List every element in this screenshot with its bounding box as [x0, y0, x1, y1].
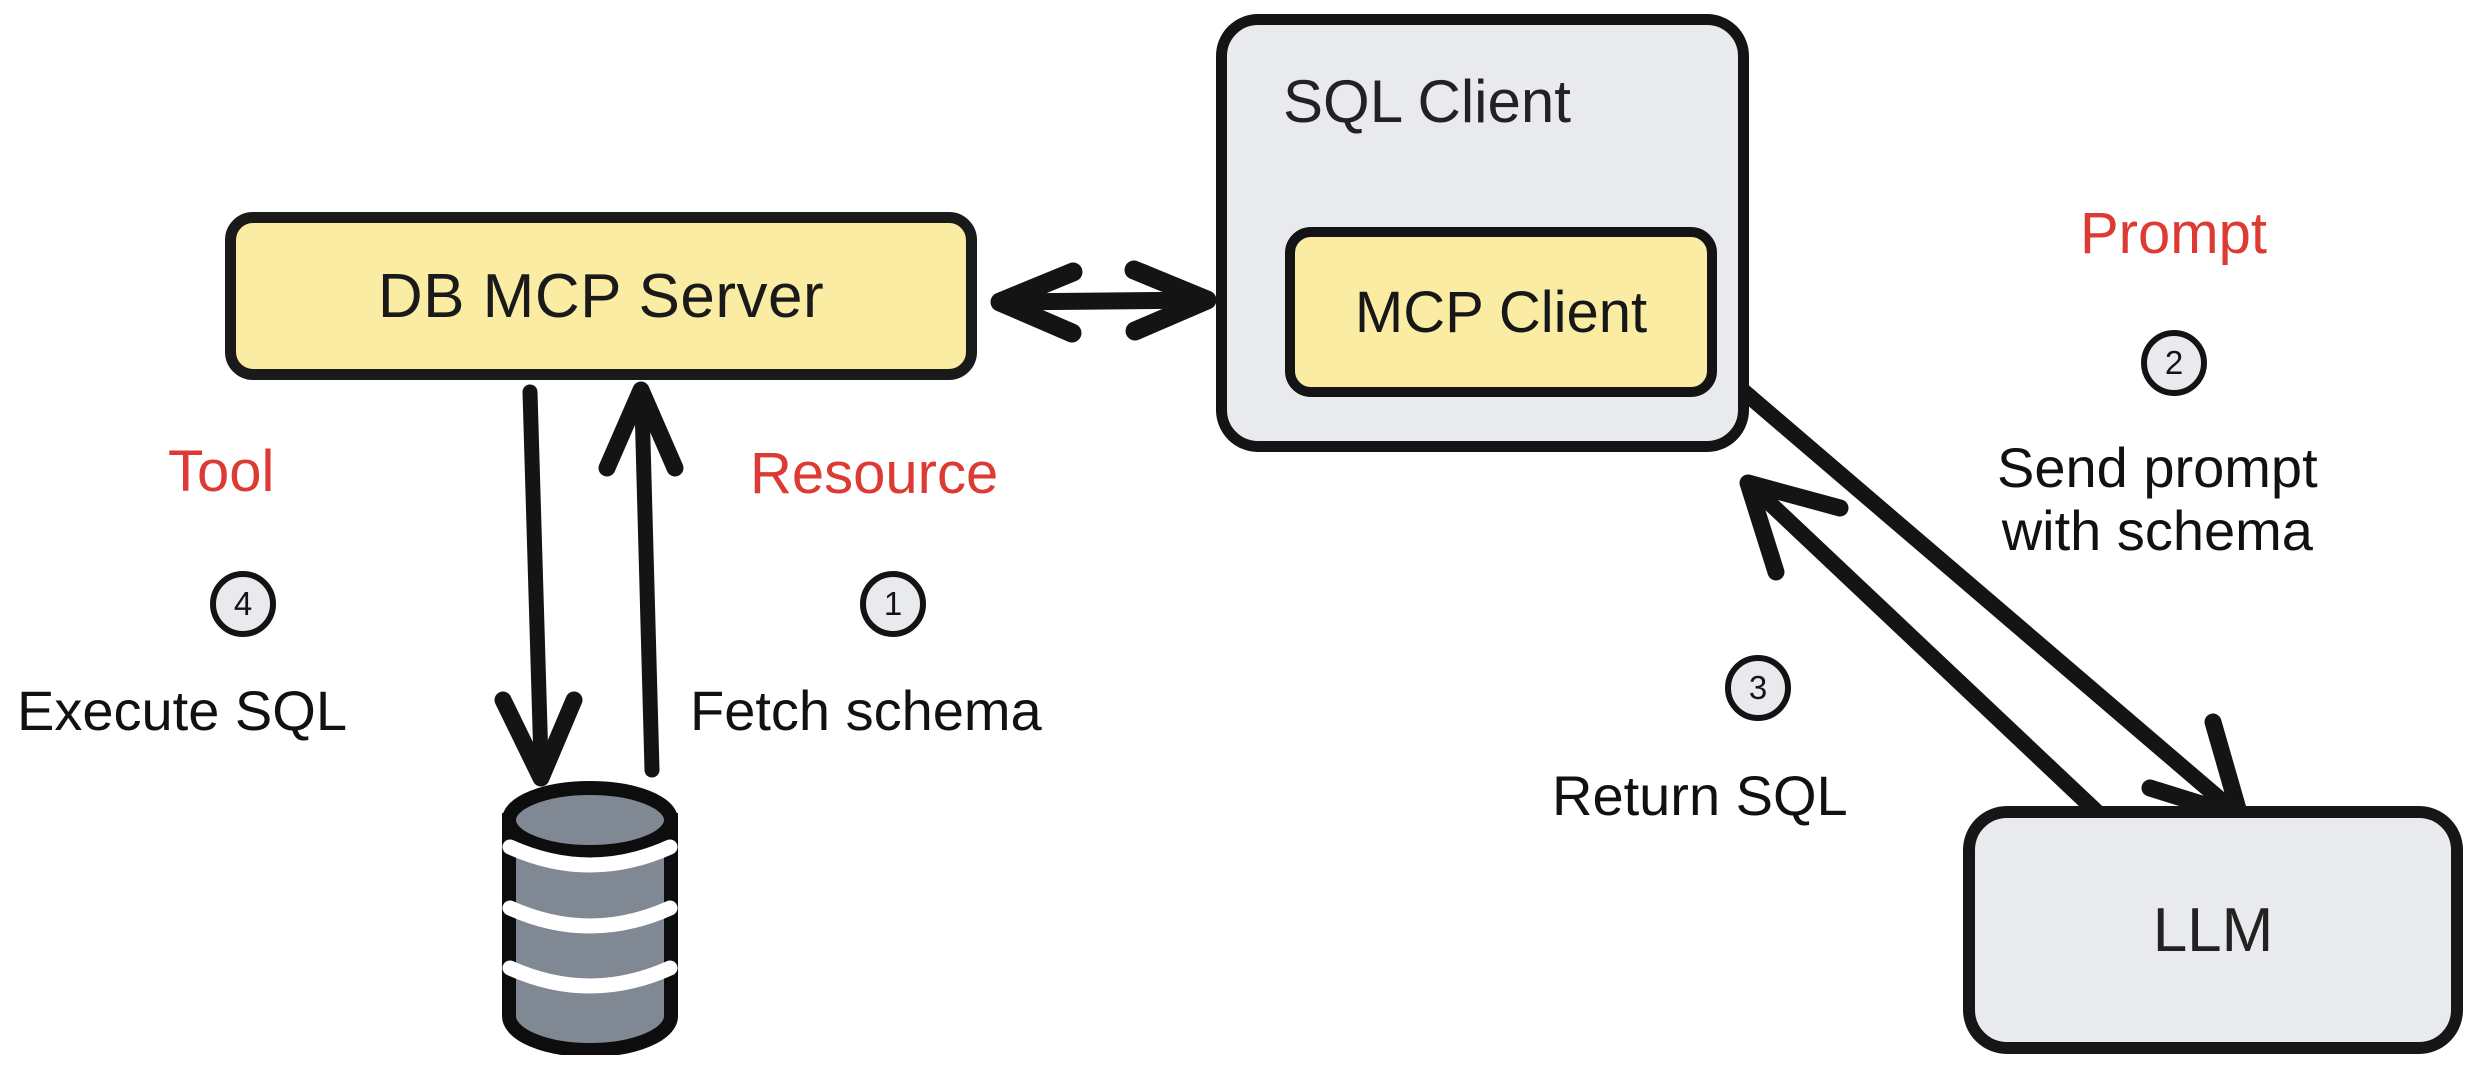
node-llm[interactable]: LLM — [1963, 806, 2463, 1054]
annotation-prompt-description-line2: with schema — [2001, 498, 2313, 562]
annotation-prompt-description-line1: Send prompt — [1997, 436, 2318, 499]
annotation-tool-kind: Tool — [168, 439, 275, 504]
step-badge-4: 4 — [210, 571, 276, 637]
sql-client-label: SQL Client — [1283, 68, 1571, 135]
annotation-tool-description: Execute SQL — [17, 679, 347, 742]
step-badge-2: 2 — [2141, 330, 2207, 396]
edge-server-to-client-icon — [990, 260, 1217, 343]
node-db-mcp-server[interactable]: DB MCP Server — [225, 212, 977, 380]
step-badge-3: 3 — [1725, 655, 1791, 721]
node-sql-client[interactable]: SQL Client MCP Client — [1216, 14, 1749, 452]
edge-db-to-server-icon — [598, 381, 684, 778]
annotation-resource-description: Fetch schema — [690, 679, 1042, 742]
annotation-resource-kind: Resource — [750, 441, 999, 506]
annotation-prompt-kind: Prompt — [2080, 201, 2267, 266]
mcp-client-label: MCP Client — [1354, 279, 1648, 345]
database-cylinder-icon[interactable] — [495, 780, 685, 1057]
llm-label: LLM — [2152, 895, 2274, 965]
db-mcp-server-label: DB MCP Server — [377, 261, 825, 331]
edge-server-to-db-icon — [494, 384, 583, 787]
annotation-prompt-description: Send prompt with schema — [1997, 436, 2318, 562]
node-mcp-client[interactable]: MCP Client — [1285, 227, 1717, 397]
step-badge-1: 1 — [860, 571, 926, 637]
annotation-return-description: Return SQL — [1552, 764, 1848, 827]
